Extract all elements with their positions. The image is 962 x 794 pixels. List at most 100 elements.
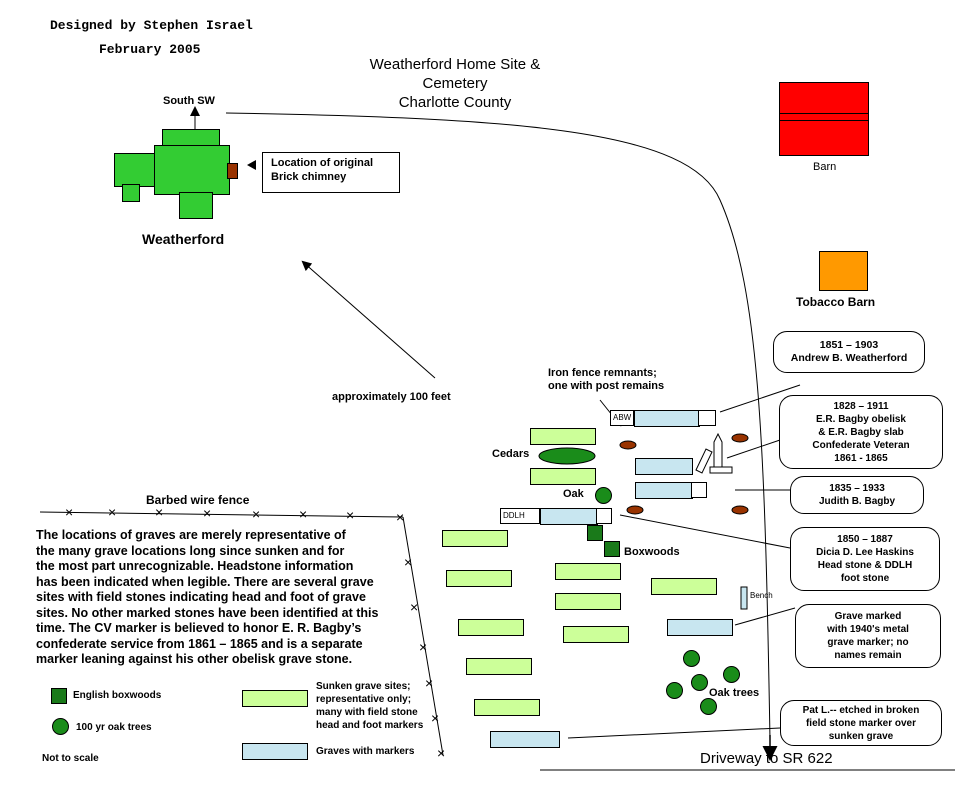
oak-tree	[700, 698, 717, 715]
legend-boxwood-label: English boxwoods	[73, 690, 162, 701]
field-stone	[619, 440, 637, 450]
callout-line: 1861 - 1865	[834, 452, 888, 464]
house-main	[154, 145, 230, 195]
fence-x-mark: ×	[155, 504, 164, 520]
legend-sunken-swatch	[242, 690, 308, 707]
chimney-note-line: Brick chimney	[271, 171, 347, 183]
legend-line: representative only;	[316, 694, 412, 705]
marked-grave	[667, 619, 733, 636]
oak-tree	[691, 674, 708, 691]
chimney-note: Location of original Brick chimney	[262, 152, 400, 193]
sunken-grave	[466, 658, 532, 675]
sunken-grave	[442, 530, 508, 547]
legend-line: many with field stone	[316, 707, 418, 718]
marked-grave-end	[698, 410, 716, 426]
marked-grave	[490, 731, 560, 748]
tobacco-barn	[819, 251, 868, 291]
fence-x-mark: ×	[396, 509, 405, 525]
marked-grave	[635, 458, 693, 475]
field-stone	[731, 505, 749, 515]
obelisk	[713, 432, 723, 469]
fence-x-mark: ×	[404, 554, 413, 570]
notes-line: marker leaning against his other obelisk…	[36, 652, 353, 666]
field-stone	[626, 505, 644, 515]
callout-line: E.R. Bagby obelisk	[815, 413, 906, 425]
callout-line: 1835 – 1933	[829, 483, 885, 494]
title-line: Cemetery	[422, 75, 488, 92]
callout-line: Judith B. Bagby	[818, 496, 896, 507]
fence-x-mark: ×	[431, 710, 440, 726]
design-date: February 2005	[99, 42, 201, 57]
oak-tree	[595, 487, 612, 504]
fence-x-mark: ×	[346, 507, 355, 523]
notes-paragraph: The locations of graves are merely repre…	[36, 528, 378, 668]
direction-label: South SW	[163, 95, 215, 107]
driveway-label: Driveway to SR 622	[700, 750, 833, 767]
callout-line: Grave marked	[834, 611, 902, 622]
fence-top-line	[39, 511, 404, 518]
oak-tree	[723, 666, 740, 683]
callout-line: Pat L.-- etched in broken	[802, 704, 920, 716]
distance-arrow	[301, 260, 436, 379]
boxwood	[587, 525, 603, 541]
notes-line: the most part unrecognizable. Headstone …	[36, 559, 354, 573]
bench	[740, 586, 748, 610]
notes-line: confederate service from 1861 – 1865 and…	[36, 636, 363, 651]
notes-line: The locations of graves are merely repre…	[36, 528, 346, 542]
callout-line: names remain	[834, 650, 902, 661]
leader-dicia	[619, 514, 791, 549]
scale-note: Not to scale	[42, 753, 99, 764]
fence-x-mark: ×	[299, 506, 308, 522]
notes-line: has been indicated when legible. There a…	[36, 574, 374, 589]
house-wing-south	[179, 192, 213, 219]
callout-line: 1850 – 1887	[837, 534, 893, 545]
legend-marked-label: Graves with markers	[316, 746, 415, 757]
field-stone	[731, 433, 749, 443]
oak-label: Oak	[563, 488, 584, 500]
house-wing-west	[114, 153, 157, 187]
callout-line: with 1940's metal	[827, 624, 909, 635]
callout-line: 1851 – 1903	[819, 339, 879, 351]
obelisk-base	[709, 466, 733, 474]
fence-x-mark: ×	[65, 504, 74, 520]
oak-tree	[666, 682, 683, 699]
tobacco-barn-label: Tobacco Barn	[796, 295, 876, 309]
oak-tree	[683, 650, 700, 667]
iron-fence-line: Iron fence remnants;	[548, 367, 657, 379]
marked-grave	[635, 482, 693, 499]
fence-x-mark: ×	[419, 639, 428, 655]
sunken-grave	[458, 619, 524, 636]
house-annex	[122, 184, 140, 202]
notes-line: sites with field stones indicating head …	[36, 590, 366, 604]
notes-line: sites. No other marked stones have been …	[36, 605, 379, 620]
barn-label: Barn	[813, 161, 837, 173]
callout-line: Dicia D. Lee Haskins	[816, 547, 914, 558]
oak-trees-label: Oak trees	[709, 687, 760, 699]
chimney-note-line: Location of original	[271, 157, 374, 169]
title-line: Weatherford Home Site &	[369, 56, 541, 73]
map-title: Weatherford Home Site & Cemetery Charlot…	[340, 55, 570, 112]
chimney-pointer	[247, 160, 256, 170]
marker-ddlh: DDLH	[500, 508, 540, 524]
fence-label: Barbed wire fence	[146, 493, 250, 507]
fence-x-mark: ×	[108, 504, 117, 520]
driveway-path	[225, 112, 771, 741]
sunken-grave	[651, 578, 717, 595]
sunken-grave	[530, 468, 596, 485]
designer-credit: Designed by Stephen Israel	[50, 18, 253, 33]
sunken-grave	[555, 563, 621, 580]
cv-slab	[695, 448, 713, 474]
callout-line: Andrew B. Weatherford	[790, 352, 908, 364]
iron-fence-line: one with post remains	[548, 380, 665, 392]
leader-andrew	[719, 384, 801, 413]
title-line: Charlotte County	[398, 94, 512, 111]
legend-oak-label: 100 yr oak trees	[76, 722, 152, 733]
fence-side-line	[402, 516, 444, 756]
marked-grave-end	[691, 482, 707, 498]
fence-x-mark: ×	[203, 505, 212, 521]
callout-line: sunken grave	[828, 730, 894, 742]
